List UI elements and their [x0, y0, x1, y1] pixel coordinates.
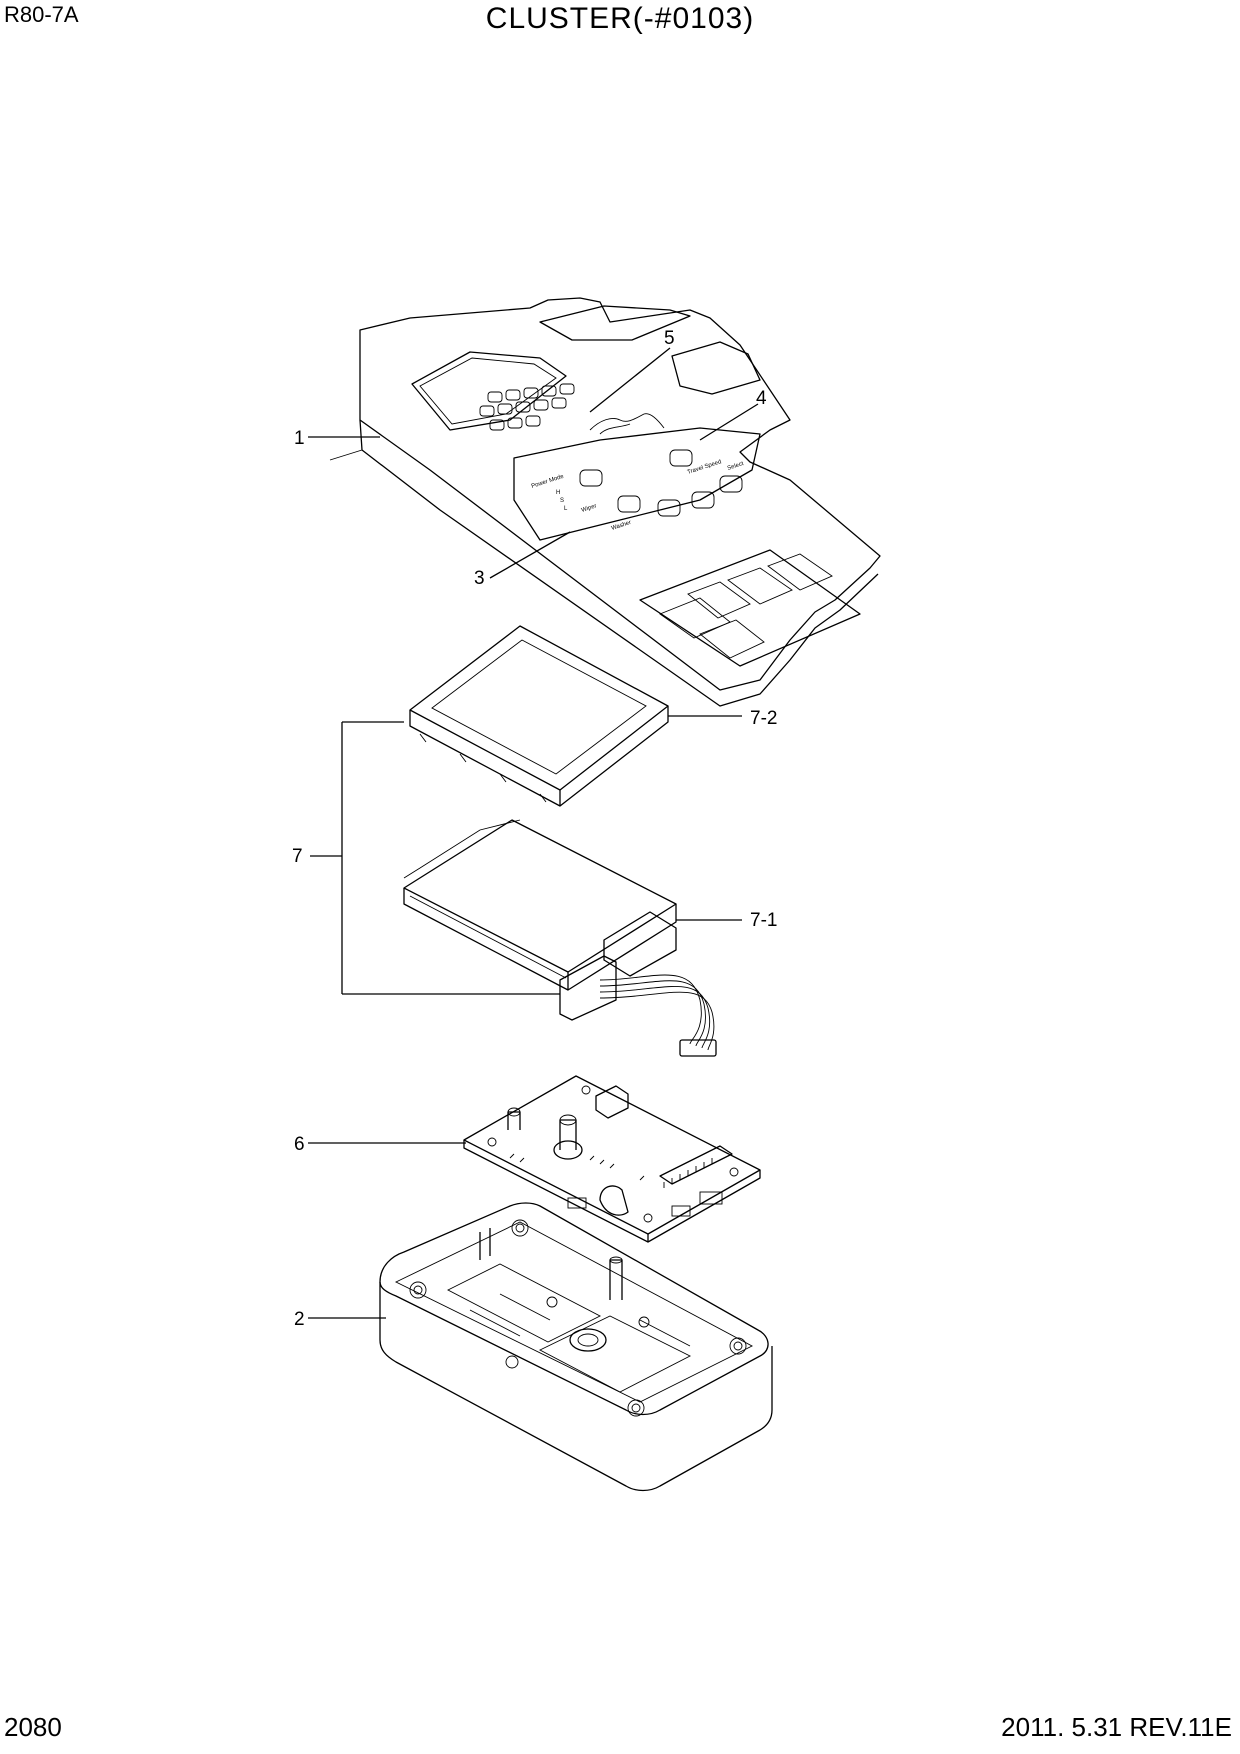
lcd-bezel-part — [409, 625, 669, 807]
callout-4: 4 — [756, 388, 767, 409]
keypad-buttons — [479, 383, 575, 431]
callout-2: 2 — [294, 1309, 305, 1330]
mode-s-label: S — [560, 498, 564, 504]
model-code: R80-7A — [4, 2, 79, 27]
mode-h-label: H — [556, 490, 560, 496]
callout-7: 7 — [292, 846, 303, 867]
callout-3: 3 — [474, 568, 485, 589]
leader-lines — [308, 347, 759, 1319]
pcb-board-part — [463, 1075, 761, 1243]
callout-5: 5 — [664, 328, 675, 349]
page-title: CLUSTER(-#0103) — [485, 2, 755, 35]
callout-6: 6 — [294, 1134, 305, 1155]
callout-7-2: 7-2 — [750, 708, 777, 729]
page-number: 2080 — [4, 1712, 62, 1742]
cluster-cover-part: Power Mode Travel Speed Wiper Washer Sel… — [329, 297, 881, 707]
power-mode-label: Power Mode — [531, 474, 566, 490]
rear-case-part — [379, 1202, 773, 1492]
revision-date: 2011. 5.31 REV.11E — [1001, 1712, 1232, 1742]
callout-1: 1 — [294, 428, 305, 449]
lcd-module-part — [403, 819, 717, 1057]
mode-l-label: L — [564, 506, 568, 512]
callout-7-1: 7-1 — [750, 910, 777, 931]
select-label: Select — [727, 461, 745, 472]
wiper-label: Wiper — [581, 503, 598, 514]
